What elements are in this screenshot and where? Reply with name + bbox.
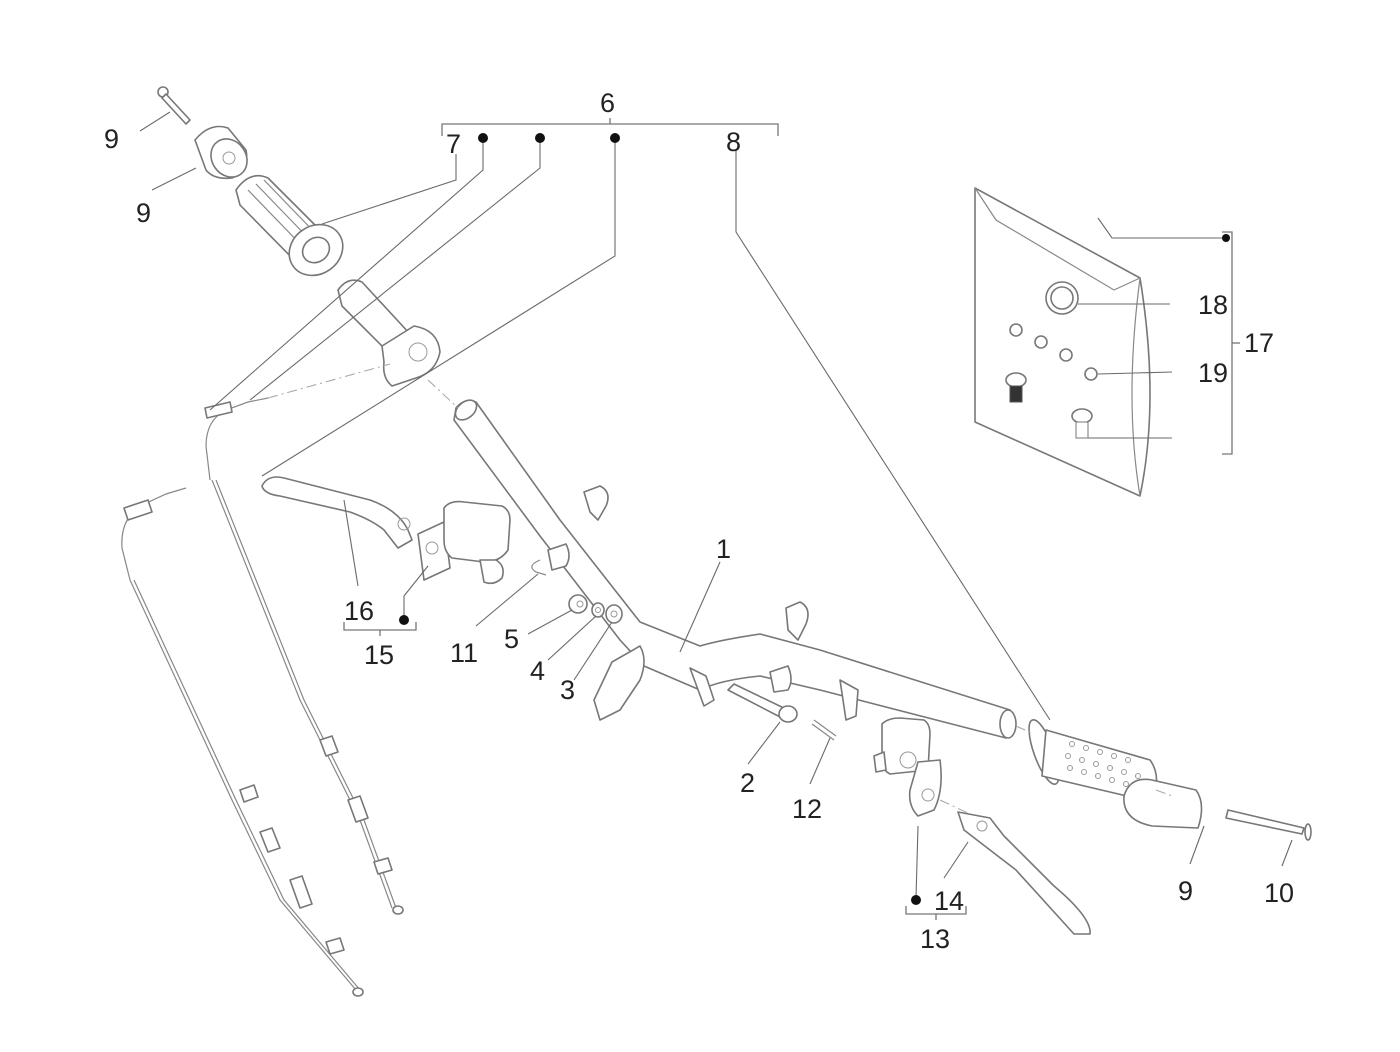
callout-17: 18 [1198, 290, 1228, 320]
hardware-kit-bag [974, 187, 1151, 497]
callout-6: 6 [600, 88, 615, 118]
leader-lines [139, 111, 1293, 899]
washer-3 [605, 604, 623, 624]
bar-end-weight-right [1123, 778, 1203, 829]
group-bracket-16 [1222, 231, 1240, 455]
callout-9-left-text: 9 [136, 198, 151, 228]
throttle-cable-b [121, 487, 364, 997]
clip-11-left [531, 559, 547, 576]
callout-15: 16 [344, 596, 374, 626]
handlebar-tube [453, 399, 1017, 739]
callout-11-left: 11 [450, 638, 478, 668]
callout-14: 15 [364, 640, 394, 670]
callout-4: 4 [530, 656, 545, 686]
washer-4 [591, 602, 605, 618]
callout-10-right: 10 [1264, 878, 1294, 908]
callout-16: 17 [1244, 328, 1274, 358]
callout-10-left: 9 [104, 124, 119, 154]
nut-5 [568, 594, 588, 614]
brake-lever-right [957, 811, 1091, 935]
grip-left [235, 174, 344, 277]
callout-3: 3 [560, 675, 575, 705]
bar-end-weight-left [194, 125, 248, 180]
throttle-grip [337, 279, 441, 387]
callout-13: 14 [934, 886, 964, 916]
callout-labels: 6 7 8 9 8 9 18 17 19 1 16 15 11 5 4 3 2 … [104, 88, 1294, 954]
callout-8: 8 [726, 127, 741, 157]
bleed-screw-a [1005, 372, 1027, 403]
group-bracket-14 [343, 615, 417, 636]
callout-12: 13 [920, 924, 950, 954]
bleed-screw-b [1071, 408, 1093, 439]
bolt-2 [727, 683, 798, 723]
callout-1: 1 [716, 534, 731, 564]
assembly-axis-lines [267, 363, 1173, 815]
brake-pump-left [417, 500, 511, 585]
group-bracket-6 [441, 118, 779, 143]
callout-18: 19 [1198, 358, 1228, 388]
bar-end-screw-left [157, 86, 191, 125]
brake-pump-right [873, 717, 942, 817]
group-bracket-12 [905, 895, 967, 920]
clip-11-right [811, 719, 837, 741]
callout-5: 5 [504, 624, 519, 654]
throttle-cable-a [204, 397, 404, 915]
callout-7: 7 [446, 129, 461, 159]
callout-11-right: 12 [792, 794, 822, 824]
callout-2: 2 [740, 768, 755, 798]
bar-end-screw-right [1225, 809, 1312, 841]
brake-lever-left [261, 476, 413, 549]
callout-9-right-text: 9 [1178, 876, 1193, 906]
